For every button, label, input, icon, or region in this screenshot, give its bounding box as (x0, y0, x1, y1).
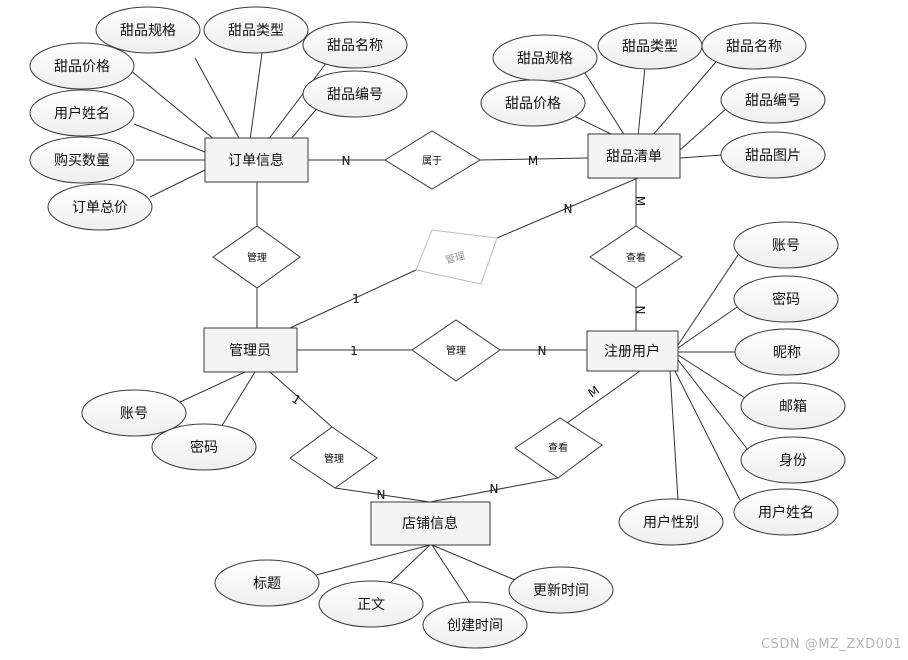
entity-order-label: 订单信息 (228, 152, 284, 169)
attr-list-name-label: 甜品名称 (726, 39, 782, 55)
entity-shop[interactable]: 店铺信息 (370, 501, 491, 546)
attr-order-username-label: 用户姓名 (54, 105, 110, 122)
card-list-view: M (633, 196, 647, 206)
card-user-view: N (633, 306, 647, 315)
attr-shop-updated-label: 更新时间 (533, 583, 589, 599)
entity-user[interactable]: 注册用户 (586, 330, 679, 372)
relation-user-list[interactable]: 查看 (589, 225, 683, 289)
attr-user-nickname-label: 昵称 (773, 345, 801, 361)
entity-user-label: 注册用户 (604, 343, 660, 360)
attr-shop-title[interactable]: 标题 (214, 559, 320, 607)
attr-order-total[interactable]: 订单总价 (47, 183, 153, 231)
attr-user-password-label: 密码 (772, 291, 800, 308)
attr-user-account[interactable]: 账号 (733, 221, 839, 269)
attr-order-quantity-label: 购买数量 (54, 153, 110, 169)
attr-list-spec[interactable]: 甜品规格 (492, 34, 598, 82)
attr-user-realname-label: 用户姓名 (758, 504, 814, 521)
attr-user-password[interactable]: 密码 (733, 275, 839, 323)
entity-shop-label: 店铺信息 (402, 515, 458, 532)
attr-user-account-label: 账号 (772, 238, 800, 254)
attr-order-type-label: 甜品类型 (228, 23, 284, 39)
entity-admin-label: 管理员 (229, 343, 271, 359)
attr-order-code[interactable]: 甜品编号 (302, 70, 408, 118)
attr-order-total-label: 订单总价 (72, 200, 128, 216)
watermark: CSDN @MZ_ZXD001 (761, 637, 902, 652)
card-belongs-list: M (528, 154, 538, 168)
attr-list-spec-label: 甜品规格 (517, 51, 573, 67)
relation-belongs[interactable]: 属于 (384, 130, 481, 190)
card-admin-list-rel: 1 (352, 292, 360, 306)
attr-user-realname[interactable]: 用户姓名 (733, 488, 839, 536)
attr-order-price-label: 甜品价格 (54, 59, 110, 75)
attr-order-username[interactable]: 用户姓名 (29, 89, 135, 137)
attr-list-price[interactable]: 甜品价格 (480, 79, 586, 127)
relation-admin-order-label: 管理 (247, 251, 267, 264)
card-admin-user-1: 1 (350, 344, 358, 358)
attr-order-quantity[interactable]: 购买数量 (29, 136, 135, 184)
card-shop-admin-n: N (377, 488, 386, 502)
attr-user-gender[interactable]: 用户性别 (618, 498, 724, 546)
relation-user-shop[interactable]: 查看 (514, 417, 603, 479)
relation-admin-user-label: 管理 (446, 344, 466, 357)
entity-admin[interactable]: 管理员 (203, 327, 298, 373)
attr-list-code[interactable]: 甜品编号 (720, 76, 826, 124)
relation-admin-shop-label: 管理 (324, 452, 344, 465)
card-admin-user-n: N (538, 344, 547, 358)
relation-admin-order[interactable]: 管理 (212, 225, 301, 289)
relation-admin-user[interactable]: 管理 (411, 319, 501, 382)
attr-user-email[interactable]: 邮箱 (740, 382, 846, 430)
card-shop-user-n: N (490, 482, 499, 496)
relation-admin-list[interactable]: 管理 (415, 229, 498, 285)
attr-user-role-label: 身份 (779, 453, 807, 469)
attr-list-price-label: 甜品价格 (505, 96, 561, 112)
attr-order-name[interactable]: 甜品名称 (302, 21, 408, 69)
attr-shop-body[interactable]: 正文 (318, 580, 424, 628)
attr-list-image[interactable]: 甜品图片 (720, 131, 826, 179)
card-order-belongs: N (342, 154, 351, 168)
attr-user-email-label: 邮箱 (779, 399, 807, 415)
attr-list-image-label: 甜品图片 (745, 148, 801, 164)
card-list-admin-rel: N (564, 202, 573, 216)
attr-list-type[interactable]: 甜品类型 (597, 22, 703, 70)
entity-dessert-list-label: 甜品清单 (606, 149, 662, 165)
attr-user-role[interactable]: 身份 (740, 436, 846, 484)
attr-shop-updated[interactable]: 更新时间 (508, 566, 614, 614)
entity-dessert-list[interactable]: 甜品清单 (587, 133, 681, 179)
attr-list-code-label: 甜品编号 (745, 93, 801, 109)
attr-user-gender-label: 用户性别 (643, 514, 699, 531)
attr-shop-created-label: 创建时间 (447, 618, 503, 634)
attr-order-spec[interactable]: 甜品规格 (95, 6, 201, 54)
attr-user-nickname[interactable]: 昵称 (734, 328, 840, 376)
entity-order[interactable]: 订单信息 (204, 137, 309, 183)
attr-order-spec-label: 甜品规格 (120, 23, 176, 39)
attr-order-code-label: 甜品编号 (327, 87, 383, 103)
relation-admin-shop[interactable]: 管理 (289, 426, 378, 489)
attr-admin-password[interactable]: 密码 (151, 423, 257, 471)
card-user-shop-m: M (585, 383, 602, 400)
attr-shop-created[interactable]: 创建时间 (422, 601, 528, 649)
attr-list-type-label: 甜品类型 (622, 39, 678, 55)
relation-belongs-label: 属于 (422, 155, 442, 167)
relation-user-list-label: 查看 (626, 251, 646, 264)
attr-shop-body-label: 正文 (357, 597, 385, 613)
attr-order-name-label: 甜品名称 (327, 38, 383, 54)
attr-shop-title-label: 标题 (253, 576, 281, 592)
connector-lines (129, 45, 749, 604)
attr-order-type[interactable]: 甜品类型 (203, 6, 309, 54)
attr-admin-account[interactable]: 账号 (81, 389, 187, 437)
attr-list-name[interactable]: 甜品名称 (701, 22, 807, 70)
attr-admin-password-label: 密码 (190, 439, 218, 456)
attr-admin-account-label: 账号 (120, 406, 148, 422)
attr-order-price[interactable]: 甜品价格 (29, 42, 135, 90)
relation-user-shop-label: 查看 (548, 441, 568, 454)
